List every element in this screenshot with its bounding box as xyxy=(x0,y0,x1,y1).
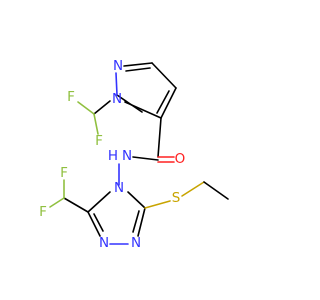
bond-carbonyl-n xyxy=(132,156,159,161)
bonds xyxy=(49,62,229,245)
bond-chf2-f-lower xyxy=(49,197,65,208)
bond-n4-c3 xyxy=(87,191,111,213)
bond-n2-c3-double xyxy=(123,62,153,67)
atom-n-triazole-right: N xyxy=(131,235,141,251)
atom-n-triazole-center: N xyxy=(114,180,124,196)
atom-f-triazole-top: F xyxy=(60,165,68,181)
atom-f-triazole-bottom: F xyxy=(39,204,47,220)
bond-c5-s xyxy=(144,200,171,209)
bond-c5-carbonyl xyxy=(157,117,162,158)
bond-c3-c4 xyxy=(151,62,177,89)
atom-s-thioether: S xyxy=(172,190,181,206)
bond-chf2-f-bottom xyxy=(93,113,99,135)
bond-ch2-ch3 xyxy=(203,181,229,200)
bond-c4-c5-double xyxy=(160,87,177,119)
atom-h-amide: H xyxy=(108,148,118,164)
bond-n1-c5-double xyxy=(137,207,146,237)
bond-n1-c5-double-inner xyxy=(132,210,140,233)
bond-c4-c5-double-inner xyxy=(156,90,170,114)
atom-n-amide: N xyxy=(122,148,132,164)
atom-n-pyrazole-top: N xyxy=(113,58,123,74)
bond-c3-n2-double-inner xyxy=(93,213,104,232)
bond-c3-n2-double xyxy=(87,211,101,237)
atom-labels: N N F F O N H N F F S N N xyxy=(39,58,185,251)
molecule-structure: N N F F O N H N F F S N N xyxy=(39,58,229,251)
atom-n-pyrazole-bottom: N xyxy=(112,91,122,107)
bond-c3-chf2 xyxy=(63,197,89,213)
bond-s-ch2 xyxy=(181,181,205,197)
bond-c5-n1 xyxy=(124,101,162,119)
bond-chf2-f-top xyxy=(77,101,95,115)
bond-n1-n2 xyxy=(115,72,118,96)
atom-o-carbonyl: O xyxy=(175,151,186,167)
bond-n2-c3-double-inner xyxy=(125,67,151,72)
atom-f-bottom: F xyxy=(95,133,103,149)
bond-n1-chf2 xyxy=(93,100,111,115)
atom-f-top: F xyxy=(67,89,75,105)
atom-n-triazole-left: N xyxy=(99,235,109,251)
bond-n4-c5 xyxy=(127,191,146,209)
